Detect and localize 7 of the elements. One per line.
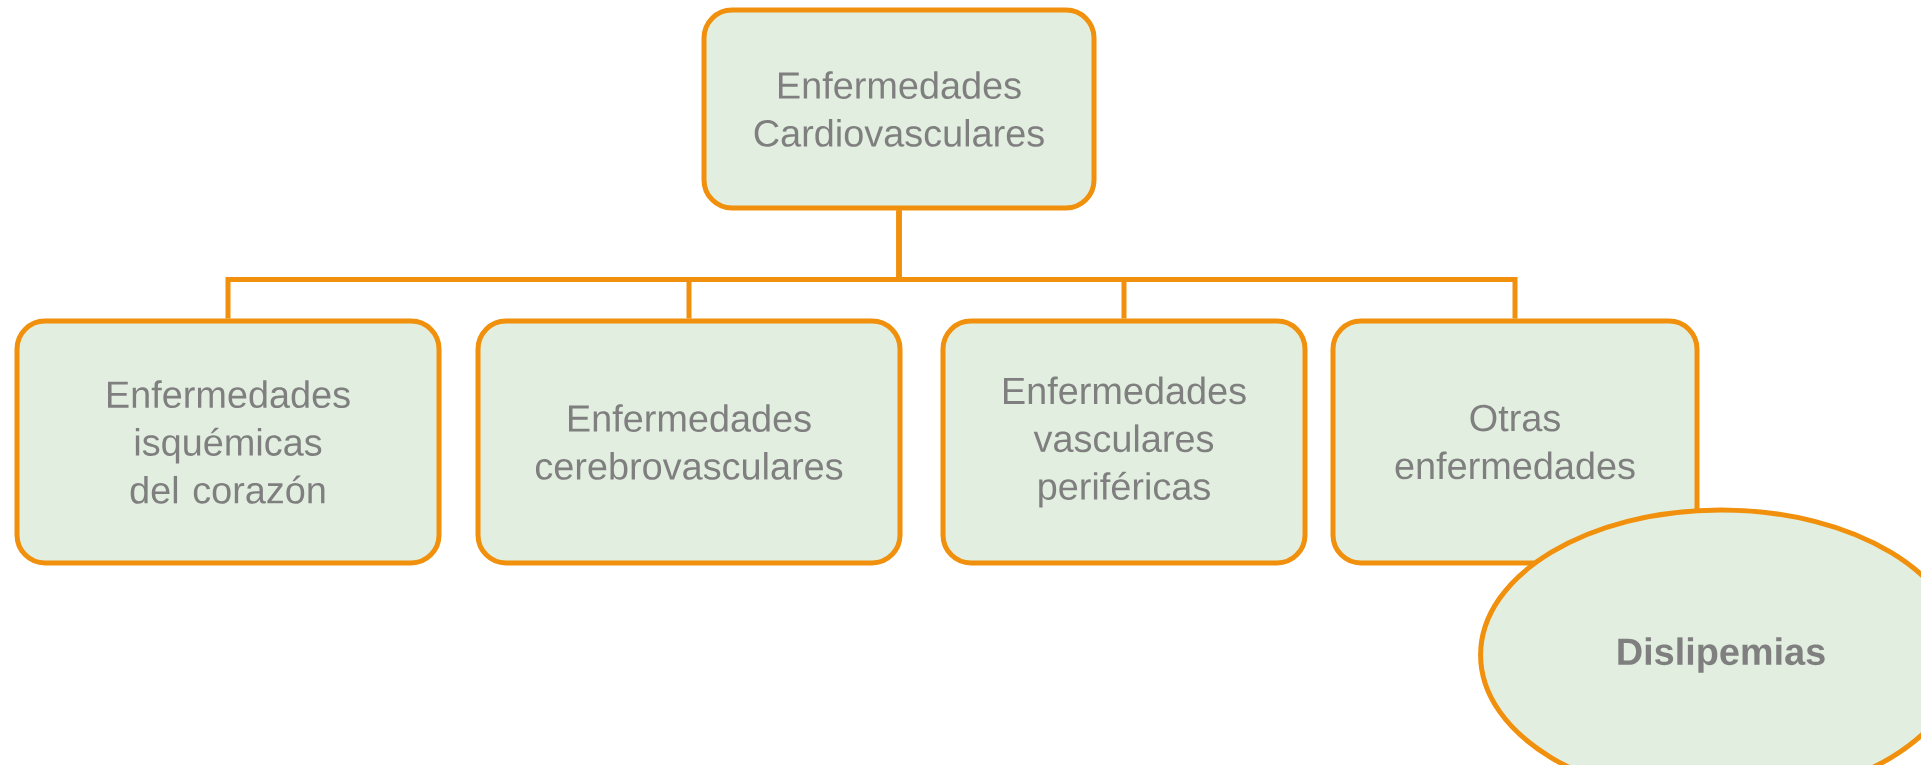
ellipse-node: Dislipemias [1478, 507, 1921, 765]
rounded-box: Enfermedades vasculares periféricas [940, 318, 1308, 566]
rounded-box: Enfermedades cerebrovasculares [475, 318, 903, 566]
connector [896, 210, 1518, 319]
rounded-box: Otras enfermedades [1330, 318, 1700, 566]
rounded-box: Enfermedades isquémicas del corazón [14, 318, 442, 566]
rounded-box: Enfermedades Cardiovasculares [701, 7, 1097, 211]
